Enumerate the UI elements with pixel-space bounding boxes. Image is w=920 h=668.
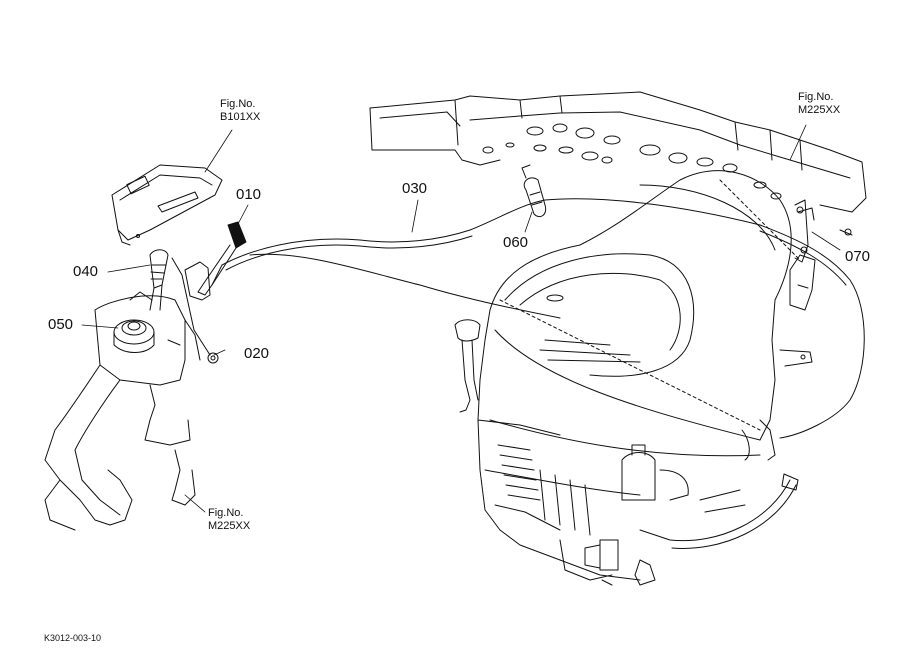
frame-deck xyxy=(370,92,866,212)
filler-cap xyxy=(114,292,154,353)
fig-ref-title: Fig.No. xyxy=(220,98,256,110)
fig-ref-code: M225XX xyxy=(798,104,841,116)
part-label-040: 040 xyxy=(73,263,99,280)
throttle-cable xyxy=(222,199,864,438)
part-label-070: 070 xyxy=(845,248,871,265)
fig-ref-code: B101XX xyxy=(220,111,261,123)
leader-lines xyxy=(82,125,840,512)
engine-assembly xyxy=(455,171,815,585)
part-label-010: 010 xyxy=(236,186,262,203)
drawing-code: K3012-003-10 xyxy=(44,633,102,643)
fig-ref-top-left: Fig.No. B101XX xyxy=(220,98,260,124)
left-frame xyxy=(45,296,200,530)
throttle-lever xyxy=(172,222,246,363)
fig-ref-bottom-left: Fig.No. M225XX xyxy=(208,507,250,533)
fig-ref-code: M225XX xyxy=(208,520,251,532)
instrument-panel xyxy=(112,165,222,245)
fig-ref-title: Fig.No. xyxy=(208,507,244,519)
part-label-050: 050 xyxy=(48,316,74,333)
fig-ref-title: Fig.No. xyxy=(798,91,834,103)
part-label-020: 020 xyxy=(244,345,270,362)
part-label-060: 060 xyxy=(503,234,529,251)
fig-ref-top-right: Fig.No. M225XX xyxy=(798,91,840,117)
knob xyxy=(150,250,168,310)
cable-clamp xyxy=(522,165,546,217)
part-label-030: 030 xyxy=(402,180,428,197)
cable-bracket xyxy=(795,200,852,262)
